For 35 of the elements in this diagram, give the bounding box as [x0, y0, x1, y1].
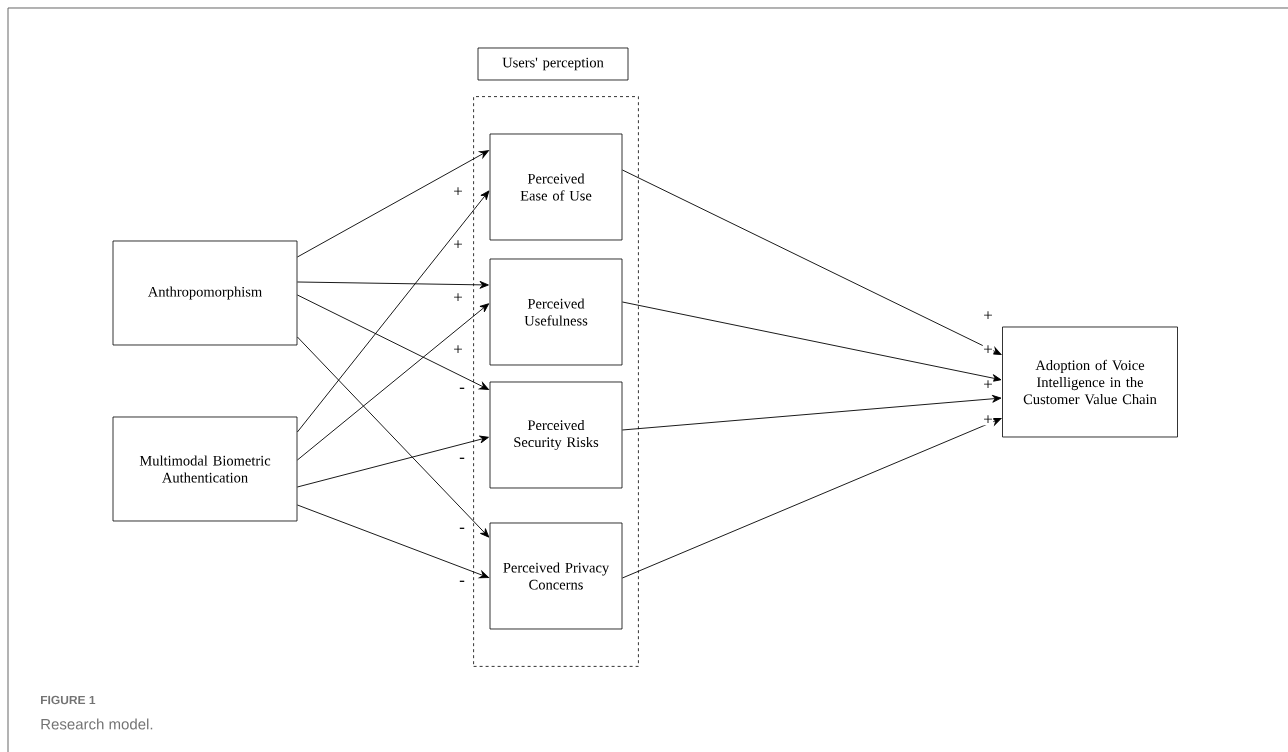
arrow — [296, 504, 489, 579]
figure-label: FIGURE 1 — [41, 695, 96, 705]
arrow — [296, 435, 489, 488]
construct-box: Adoption of Voice Intelligence in the Customer Value Chain — [1002, 326, 1178, 438]
sign-label: + — [452, 292, 464, 304]
arrow — [621, 418, 1002, 579]
sign-label: - — [458, 580, 466, 586]
construct-box: Perceived Ease of Use — [489, 133, 623, 241]
construct-box: Anthropomorphism — [112, 240, 298, 346]
sign-label: + — [982, 344, 994, 356]
sign-label: - — [458, 457, 466, 463]
sign-label: + — [452, 239, 464, 251]
construct-box: Multimodal Biometric Authentication — [112, 416, 298, 522]
construct-box: Perceived Usefulness — [489, 258, 623, 366]
arrow — [296, 190, 490, 433]
dashed-group-box — [473, 96, 639, 667]
sign-label: - — [458, 387, 466, 393]
arrow — [296, 280, 489, 289]
arrow — [296, 294, 489, 390]
arrow — [296, 336, 490, 538]
arrow — [621, 169, 1002, 355]
sign-label: + — [982, 414, 994, 426]
sign-label: + — [982, 310, 994, 322]
sign-label: - — [458, 527, 466, 533]
arrow — [296, 150, 489, 258]
arrow — [296, 303, 490, 461]
arrow — [621, 301, 1002, 382]
heading-box: Users' perception — [477, 47, 629, 81]
sign-label: + — [452, 344, 464, 356]
caption: Research model. — [41, 718, 153, 730]
sign-label: + — [452, 186, 464, 198]
sign-label: + — [982, 379, 994, 391]
construct-box: Perceived Privacy Concerns — [489, 522, 623, 630]
construct-box: Perceived Security Risks — [489, 381, 623, 489]
arrow — [621, 394, 1002, 431]
